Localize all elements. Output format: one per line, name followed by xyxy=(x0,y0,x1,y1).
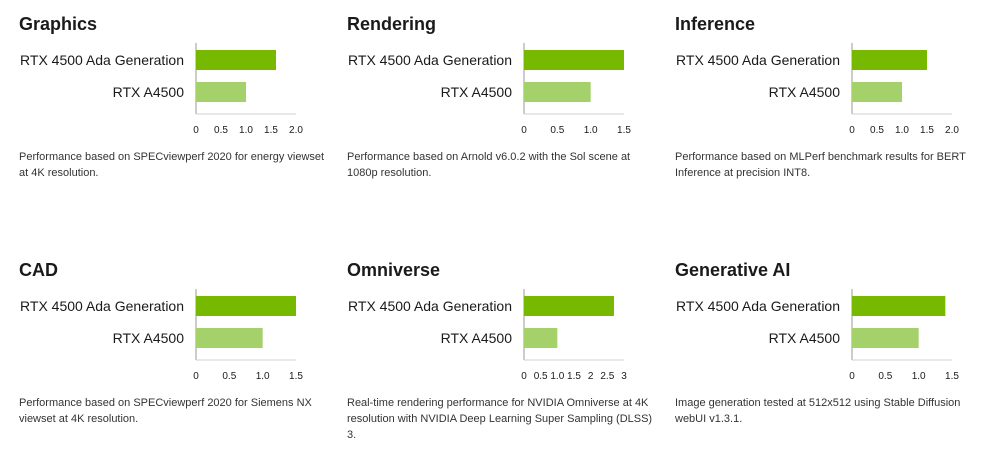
category-label: RTX A4500 xyxy=(769,330,841,346)
tick-label: 0 xyxy=(849,371,855,382)
tick-label: 1.0 xyxy=(239,125,253,136)
tick-label: 0 xyxy=(521,371,527,382)
tick-label: 0 xyxy=(849,125,855,136)
category-label: RTX 4500 Ada Generation xyxy=(676,298,840,314)
tick-label: 1.0 xyxy=(550,371,564,382)
tick-label: 1.0 xyxy=(584,125,598,136)
tick-label: 2 xyxy=(588,371,594,382)
category-label: RTX 4500 Ada Generation xyxy=(348,52,512,68)
tick-label: 2.5 xyxy=(600,371,614,382)
tick-label: 0.5 xyxy=(550,125,564,136)
chart-caption: Real-time rendering performance for NVID… xyxy=(347,397,653,441)
tick-label: 1.0 xyxy=(895,125,909,136)
chart-caption: Performance based on SPECviewperf 2020 f… xyxy=(19,397,312,425)
category-label: RTX 4500 Ada Generation xyxy=(20,52,184,68)
tick-label: 1.5 xyxy=(289,371,303,382)
tick-label: 1.0 xyxy=(912,371,926,382)
tick-label: 0 xyxy=(193,125,199,136)
chart-caption: Performance based on MLPerf benchmark re… xyxy=(675,151,966,179)
chart-title: CAD xyxy=(19,260,58,280)
bar xyxy=(524,50,624,70)
tick-label: 0 xyxy=(521,125,527,136)
chart-title: Graphics xyxy=(19,14,98,34)
chart-caption: Performance based on Arnold v6.0.2 with … xyxy=(347,151,631,179)
tick-label: 0.5 xyxy=(222,371,236,382)
category-label: RTX A4500 xyxy=(441,330,513,346)
bar xyxy=(196,82,246,102)
tick-label: 0.5 xyxy=(214,125,228,136)
bar xyxy=(524,296,614,316)
tick-label: 0 xyxy=(193,371,199,382)
category-label: RTX 4500 Ada Generation xyxy=(676,52,840,68)
chart-title: Generative AI xyxy=(675,260,791,280)
tick-label: 3 xyxy=(621,371,627,382)
tick-label: 0.5 xyxy=(534,371,548,382)
chart-title: Omniverse xyxy=(347,260,441,280)
tick-label: 0.5 xyxy=(870,125,884,136)
bar xyxy=(524,328,558,348)
category-label: RTX 4500 Ada Generation xyxy=(20,298,184,314)
category-label: RTX A4500 xyxy=(113,330,185,346)
tick-label: 1.5 xyxy=(617,125,631,136)
category-label: RTX A4500 xyxy=(441,84,513,100)
bar xyxy=(196,328,263,348)
tick-label: 2.0 xyxy=(945,125,959,136)
tick-label: 1.5 xyxy=(264,125,278,136)
tick-label: 0.5 xyxy=(878,371,892,382)
bar xyxy=(852,82,902,102)
tick-label: 1.5 xyxy=(567,371,581,382)
tick-label: 1.5 xyxy=(920,125,934,136)
chart-caption: Image generation tested at 512x512 using… xyxy=(675,397,961,425)
tick-label: 2.0 xyxy=(289,125,303,136)
tick-label: 1.0 xyxy=(256,371,270,382)
tick-label: 1.5 xyxy=(945,371,959,382)
bar xyxy=(852,328,919,348)
bar xyxy=(196,50,276,70)
category-label: RTX A4500 xyxy=(113,84,185,100)
bar xyxy=(852,296,946,316)
chart-title: Inference xyxy=(675,14,756,34)
bar xyxy=(196,296,296,316)
chart-title: Rendering xyxy=(347,14,437,34)
category-label: RTX 4500 Ada Generation xyxy=(348,298,512,314)
category-label: RTX A4500 xyxy=(769,84,841,100)
bar xyxy=(852,50,927,70)
chart-caption: Performance based on SPECviewperf 2020 f… xyxy=(19,151,325,179)
bar xyxy=(524,82,591,102)
